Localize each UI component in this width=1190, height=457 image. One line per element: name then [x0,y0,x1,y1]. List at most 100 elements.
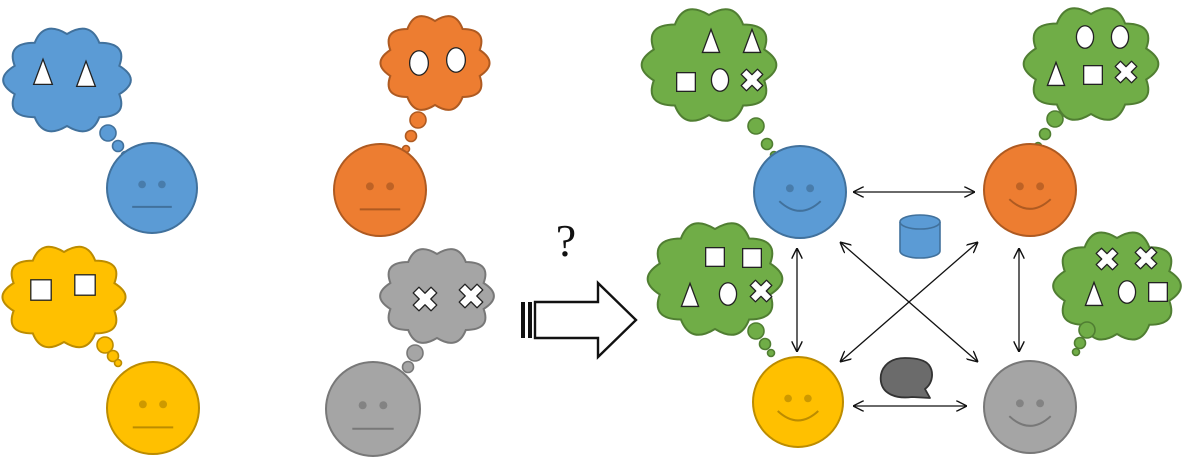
square-icon [30,279,52,301]
triangle-icon [75,59,97,88]
eye-icon [785,184,794,193]
triangle-icon [701,27,721,54]
square-icon [742,247,763,268]
thought-bubble-dot [760,137,774,151]
cloud-shape [1022,7,1160,121]
square-icon [1148,281,1169,302]
triangle-icon [680,281,700,308]
triangle-icon [32,57,54,86]
triangle-icon [1084,280,1104,307]
agent-orange [333,143,427,237]
face-icon [983,143,1077,237]
cross-icon [412,286,438,312]
agent-yellow [106,361,200,455]
cross-icon [740,68,764,92]
cross-icon [1134,246,1158,270]
thought-bubble-dot [1038,127,1052,141]
thought-bubble-dot [1071,347,1081,357]
face-icon [333,143,427,237]
circle-icon [445,47,467,73]
eye-icon [138,180,146,189]
eye-icon [379,401,388,410]
agent-orange-happy [983,143,1077,237]
agent-yellow-happy [752,356,844,448]
eye-icon [1015,182,1024,191]
cloud-shape [640,8,778,122]
thought-bubble-dot [747,117,765,135]
triangle-icon [1046,60,1066,87]
agent-blue-happy [753,145,847,239]
square-icon [676,72,697,93]
thought-bubble-dot [758,337,772,351]
circle-icon [710,68,730,92]
eye-icon [1036,399,1045,408]
smile-mouth [778,200,822,212]
circle-icon [718,282,738,306]
eye-icon [804,394,812,403]
square-icon [1083,65,1104,86]
thought-bubble-dot [401,360,415,374]
agent-gray [325,361,421,457]
eye-icon [386,182,395,191]
thought-cloud-orange [1022,7,1160,151]
thought-cloud-yellow [1,245,127,368]
face-icon [753,145,847,239]
thought-cloud-orange [379,15,491,154]
before-panel [1,15,495,457]
connection-arrow-orange-yellow [840,242,978,362]
block-arrow-icon [521,280,638,360]
cloud-shape [646,222,784,336]
eye-icon [159,400,168,409]
thought-bubble-dot [99,124,117,142]
face-icon [106,142,198,234]
smile-mouth [1008,415,1052,427]
agent-gray-happy [983,360,1077,454]
eye-icon [138,400,147,409]
circle-icon [408,50,430,76]
eye-icon [158,180,166,189]
cross-icon [1095,247,1119,271]
agent-blue [106,142,198,234]
face-icon [325,361,421,457]
cloud-shape [379,248,495,344]
thought-cloud-blue [640,8,779,160]
question-mark: ? [556,215,576,266]
cross-icon [749,279,773,303]
after-panel [640,7,1182,454]
thought-bubble-dot [113,358,123,368]
thought-cloud-gray [379,248,495,383]
thought-cloud-gray [1052,231,1182,357]
thought-bubble-dot [406,344,424,362]
cloud-shape [2,27,132,133]
thought-bubble-dot [1078,321,1096,339]
thought-bubble-dot [106,349,120,363]
eye-icon [1015,399,1024,408]
cloud-shape [379,15,491,111]
triangle-icon [742,27,762,54]
thought-bubble-dot [1073,336,1087,350]
smile-mouth [777,410,819,422]
thought-bubble-dot [96,336,114,354]
smile-mouth [1008,198,1052,210]
thought-bubble-dot [747,322,765,340]
eye-icon [365,182,374,191]
circle-icon [1117,280,1137,304]
square-icon [705,246,726,267]
speech-bubble-icon [879,357,933,399]
thought-cloud-blue [2,27,132,160]
eye-icon [1036,182,1045,191]
thought-bubble-dot [409,111,427,129]
database-icon [899,214,941,259]
eye-icon [358,401,367,410]
face-icon [106,361,200,455]
thought-cloud-yellow [646,222,784,358]
thought-bubble-dot [1046,110,1064,128]
cross-icon [1114,60,1138,84]
thought-bubble-dot [404,129,418,143]
eye-icon [784,394,792,403]
thought-bubble-dot [111,139,125,153]
cross-icon [458,283,484,309]
thought-bubble-dot [766,348,776,358]
cloud-shape [1,245,127,349]
